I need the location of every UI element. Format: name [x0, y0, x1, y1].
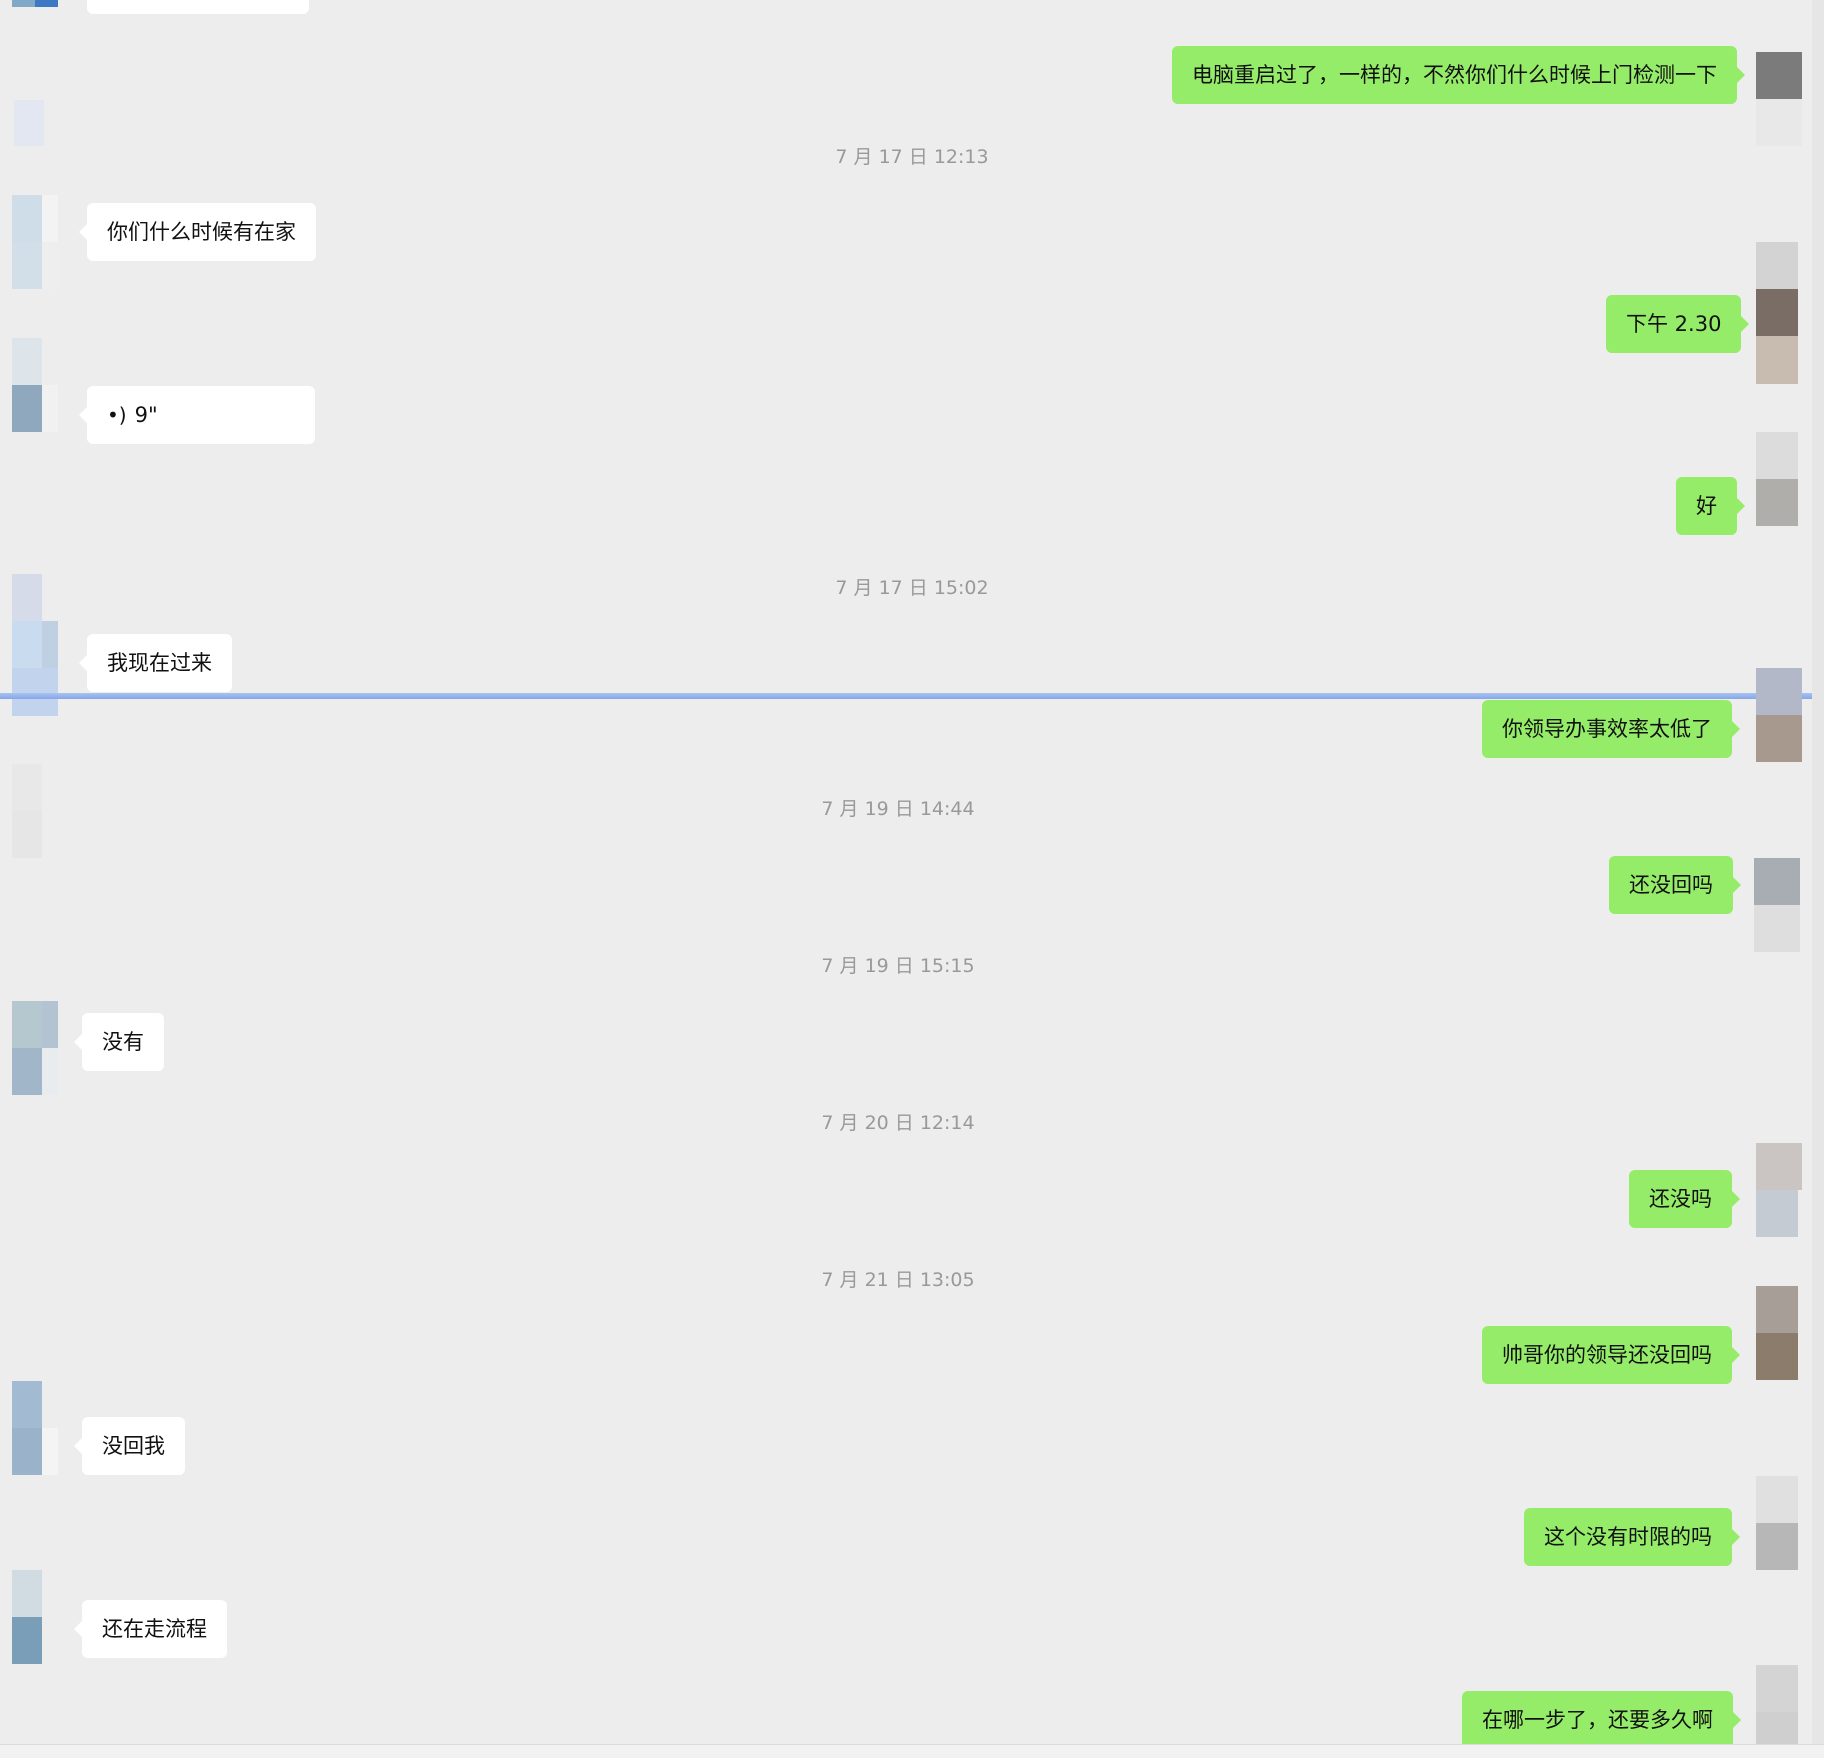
self-avatar[interactable]: [1756, 1665, 1802, 1755]
partial-message-bubble: [87, 0, 309, 14]
message-timestamp: 7 月 20 日 12:14: [821, 1112, 975, 1134]
message-timestamp: 7 月 21 日 13:05: [821, 1269, 975, 1291]
contact-avatar[interactable]: [12, 764, 58, 858]
self-avatar[interactable]: [1756, 1143, 1802, 1237]
message-timestamp: 7 月 19 日 14:44: [821, 798, 975, 820]
message-bubble-self[interactable]: 你领导办事效率太低了: [1482, 700, 1740, 758]
message-bubble-self[interactable]: 还没吗: [1629, 1170, 1740, 1228]
contact-avatar[interactable]: [12, 1381, 58, 1475]
message-bubble-self[interactable]: 在哪一步了，还要多久啊: [1462, 1691, 1741, 1749]
message-bubble-other[interactable]: 还在走流程: [74, 1600, 227, 1658]
message-bubble-other[interactable]: 你们什么时候有在家: [79, 203, 316, 261]
contact-avatar[interactable]: [12, 1001, 58, 1095]
voice-wave-icon: •): [107, 403, 127, 427]
self-avatar[interactable]: [1756, 1286, 1802, 1380]
chat-history-divider: [0, 693, 1824, 699]
voice-duration: 9": [134, 403, 158, 427]
self-avatar[interactable]: [1756, 432, 1802, 526]
message-timestamp: 7 月 19 日 15:15: [821, 955, 975, 977]
self-avatar[interactable]: [1756, 52, 1802, 146]
contact-avatar[interactable]: [12, 574, 58, 716]
contact-avatar[interactable]: [12, 1570, 58, 1664]
self-avatar[interactable]: [1756, 1476, 1802, 1570]
message-bubble-self[interactable]: 这个没有时限的吗: [1524, 1508, 1740, 1566]
message-timestamp: 7 月 17 日 12:13: [835, 146, 989, 168]
self-avatar[interactable]: [1756, 668, 1802, 762]
contact-avatar[interactable]: [12, 338, 58, 432]
message-bubble-other[interactable]: 没回我: [74, 1417, 185, 1475]
message-bubble-other[interactable]: 没有: [74, 1013, 164, 1071]
contact-avatar[interactable]: [12, 0, 58, 54]
contact-avatar[interactable]: [12, 195, 58, 289]
window-bottom-edge: [0, 1744, 1824, 1758]
self-avatar[interactable]: [1754, 858, 1800, 952]
message-timestamp: 7 月 17 日 15:02: [835, 577, 989, 599]
contact-avatar[interactable]: [14, 100, 60, 146]
message-bubble-self[interactable]: 还没回吗: [1609, 856, 1741, 914]
message-bubble-self[interactable]: 电脑重启过了，一样的，不然你们什么时候上门检测一下: [1172, 46, 1745, 104]
message-bubble-self[interactable]: 下午 2.30: [1606, 295, 1750, 353]
voice-message-bubble[interactable]: •) 9": [79, 386, 315, 444]
scrollbar-track[interactable]: [1812, 0, 1824, 1758]
message-bubble-other[interactable]: 我现在过来: [79, 634, 232, 692]
self-avatar[interactable]: [1756, 242, 1802, 384]
message-bubble-self[interactable]: 好: [1676, 477, 1745, 535]
message-bubble-self[interactable]: 帅哥你的领导还没回吗: [1482, 1326, 1740, 1384]
